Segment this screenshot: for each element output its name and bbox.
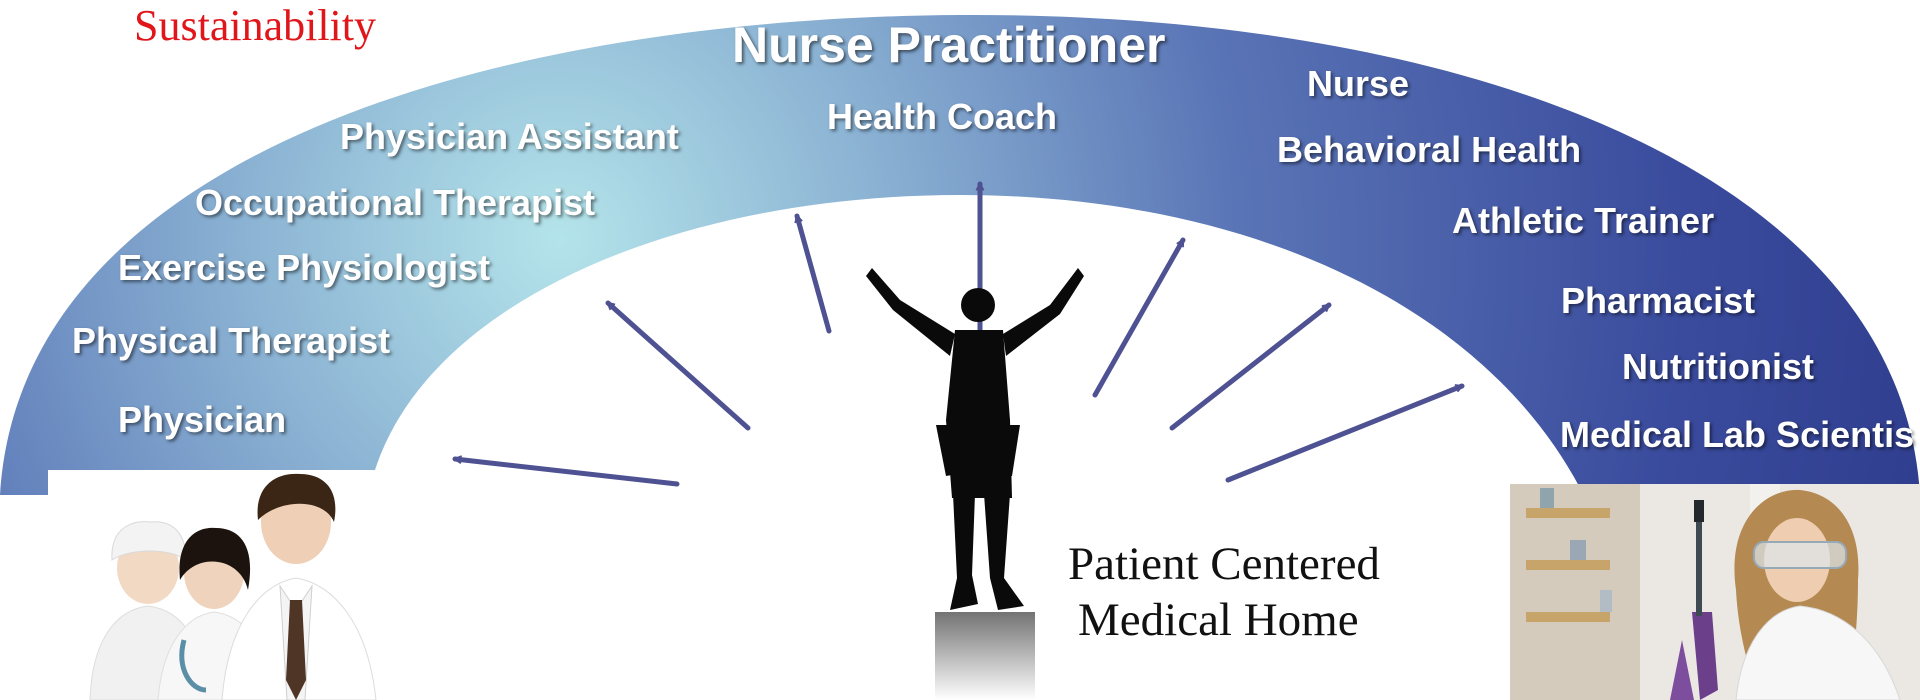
sustainability-heading: Sustainability — [134, 1, 376, 50]
role-physician: Physician — [118, 399, 287, 440]
arrow-exercise-physiologist — [605, 300, 751, 431]
arrow-pharmacist — [1169, 302, 1332, 431]
role-behavioral-health: Behavioral Health — [1277, 129, 1582, 170]
arrow-behavioral-health — [1092, 237, 1186, 398]
role-medical-lab-scientist: Medical Lab Scientis — [1560, 414, 1915, 455]
medical-team-photo — [48, 470, 390, 700]
role-occupational-therapist: Occupational Therapist — [195, 182, 596, 223]
center-label-line1: Patient Centered — [1068, 538, 1380, 590]
arrow-medical-lab-scientist — [1225, 383, 1465, 483]
silhouette-reflection — [935, 612, 1035, 700]
role-nutritionist: Nutritionist — [1622, 346, 1814, 387]
lab-scientist-photo — [1510, 484, 1920, 700]
nurse-practitioner-title: Nurse Practitioner — [732, 17, 1166, 73]
patient-centered-medical-home-label: Patient Centered Medical Home — [1068, 536, 1380, 648]
center-label-line2: Medical Home — [1078, 594, 1359, 646]
role-exercise-physiologist: Exercise Physiologist — [118, 247, 491, 288]
role-athletic-trainer: Athletic Trainer — [1452, 200, 1715, 241]
role-pharmacist: Pharmacist — [1561, 280, 1756, 321]
patient-silhouette — [866, 268, 1084, 610]
arrow-physician — [452, 459, 680, 487]
role-health-coach: Health Coach — [827, 96, 1058, 137]
role-physical-therapist: Physical Therapist — [72, 320, 391, 361]
arrow-physician-assistant — [797, 213, 832, 334]
role-arc-band — [0, 14, 1920, 496]
role-physician-assistant: Physician Assistant — [340, 116, 679, 157]
role-nurse: Nurse — [1307, 63, 1410, 104]
arrows — [452, 181, 1465, 487]
